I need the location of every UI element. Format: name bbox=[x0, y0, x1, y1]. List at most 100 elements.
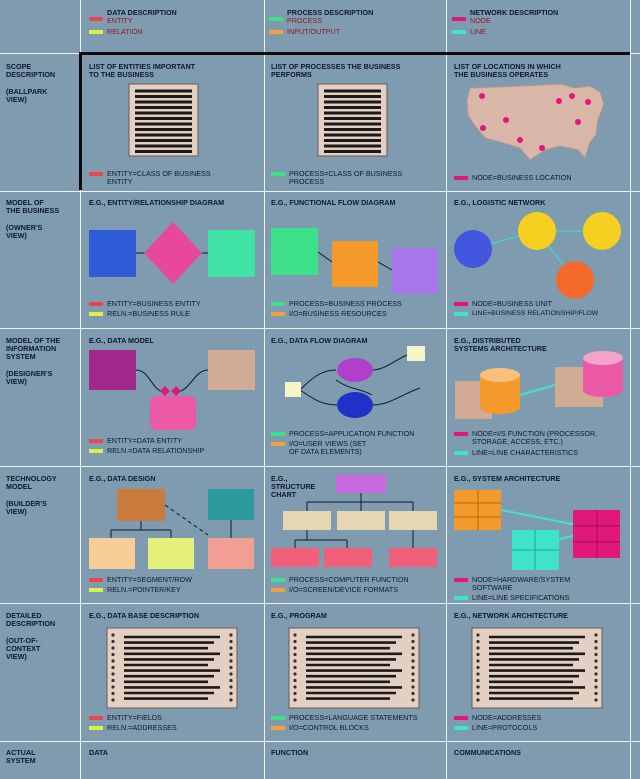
header-network-item-node: NODE bbox=[470, 16, 491, 25]
process-swatch bbox=[269, 17, 283, 21]
cell-title-technology-data: E.G., DATA DESIGN bbox=[89, 474, 156, 483]
legend-detailed-data-2: RELN.=ADDRESSES bbox=[107, 723, 177, 732]
sprocket-hole bbox=[411, 659, 415, 663]
logistic-network-diagram bbox=[454, 212, 621, 299]
cell-title-business-process: E.G., FUNCTIONAL FLOW DIAGRAM bbox=[271, 198, 396, 207]
sprocket-hole bbox=[229, 691, 233, 696]
sprocket-hole bbox=[111, 691, 115, 696]
entity-swatch bbox=[89, 302, 103, 306]
process-swatch bbox=[271, 302, 285, 306]
line-swatch bbox=[454, 451, 468, 455]
grid-line bbox=[0, 191, 640, 192]
row-label-business: MODEL OF THE BUSINESS (OWNER'S VIEW) bbox=[6, 198, 60, 240]
cell-title-technology-process: E.G., STRUCTURE CHART bbox=[271, 474, 316, 500]
sprocket-hole bbox=[594, 659, 598, 663]
process-swatch bbox=[271, 578, 285, 582]
node-swatch bbox=[454, 716, 468, 720]
io-swatch bbox=[271, 588, 285, 592]
row-label-information: MODEL OF THE INFORMATION SYSTEM (DESIGNE… bbox=[6, 336, 61, 387]
sprocket-hole bbox=[293, 672, 297, 676]
entity-swatch bbox=[89, 17, 103, 21]
sprocket-hole bbox=[293, 639, 297, 644]
header-process-item-io: INPUT/OUTPUT bbox=[287, 27, 341, 36]
cell-title-business-network: E.G., LOGISTIC NETWORK bbox=[454, 198, 546, 207]
cell-title-technology-network: E.G., SYSTEM ARCHITECTURE bbox=[454, 474, 561, 483]
relation-swatch bbox=[89, 312, 103, 316]
sprocket-hole bbox=[411, 652, 415, 657]
sprocket-hole bbox=[476, 639, 480, 644]
grid-line bbox=[630, 0, 631, 779]
sprocket-hole bbox=[411, 678, 415, 683]
legend-technology-process-2: I/O=SCREEN/DEVICE FORMATS bbox=[289, 585, 399, 594]
legend-scope-network: NODE=BUSINESS LOCATION bbox=[472, 173, 572, 182]
sprocket-hole bbox=[229, 639, 233, 644]
sprocket-hole bbox=[594, 678, 598, 683]
cell-title-detailed-process: E.G., PROGRAM bbox=[271, 611, 327, 620]
legend-information-process-2: I/O=USER VIEWS (SET OF DATA ELEMENTS) bbox=[289, 439, 367, 457]
legend-business-network-1: NODE=BUSINESS UNIT bbox=[472, 299, 553, 308]
scope-divider bbox=[79, 52, 82, 190]
relation-swatch bbox=[89, 726, 103, 730]
cell-title-detailed-network: E.G., NETWORK ARCHITECTURE bbox=[454, 611, 568, 620]
sprocket-hole bbox=[411, 665, 415, 670]
sprocket-hole bbox=[293, 665, 297, 670]
functional-flow-diagram bbox=[271, 228, 438, 294]
sprocket-hole bbox=[411, 691, 415, 696]
sprocket-hole bbox=[293, 633, 297, 637]
sprocket-hole bbox=[594, 698, 598, 702]
sprocket-hole bbox=[111, 646, 115, 650]
sprocket-hole bbox=[476, 678, 480, 683]
line-swatch bbox=[452, 30, 466, 34]
process-swatch bbox=[271, 172, 285, 176]
sprocket-hole bbox=[293, 691, 297, 696]
legend-business-network-2: LINE=BUSINESS RELATIONSHIP/FLOW bbox=[472, 310, 599, 317]
sprocket-hole bbox=[293, 659, 297, 663]
cell-title-information-process: E.G., DATA FLOW DIAGRAM bbox=[271, 336, 368, 345]
sprocket-hole bbox=[293, 698, 297, 702]
sprocket-hole bbox=[594, 685, 598, 689]
cell-title-actual-network: COMMUNICATIONS bbox=[454, 748, 521, 757]
sprocket-hole bbox=[476, 685, 480, 689]
legend-information-data-2: RELN.=DATA RELATIONSHIP bbox=[107, 446, 205, 455]
sprocket-hole bbox=[293, 678, 297, 683]
row-label-actual: ACTUAL SYSTEM bbox=[6, 748, 36, 766]
node-swatch bbox=[454, 432, 468, 436]
header-network-item-line: LINE bbox=[470, 27, 486, 36]
grid-line bbox=[0, 328, 640, 329]
sprocket-hole bbox=[476, 652, 480, 657]
header-divider bbox=[80, 52, 630, 55]
legend-information-network-1: NODE=I/S FUNCTION (PROCESSOR, STORAGE, A… bbox=[472, 429, 598, 447]
node-swatch bbox=[452, 17, 466, 21]
node-swatch bbox=[454, 176, 468, 180]
sprocket-hole bbox=[111, 659, 115, 663]
io-swatch bbox=[271, 726, 285, 730]
sprocket-hole bbox=[111, 639, 115, 644]
us-map-icon bbox=[466, 83, 605, 161]
sprocket-hole bbox=[411, 672, 415, 676]
legend-technology-data-1: ENTITY=SEGMENT/ROW bbox=[107, 575, 192, 584]
sprocket-hole bbox=[229, 678, 233, 683]
legend-detailed-process-2: I/O=CONTROL BLOCKS bbox=[289, 723, 369, 732]
sprocket-hole bbox=[111, 652, 115, 657]
line-swatch bbox=[454, 312, 468, 316]
sprocket-hole bbox=[476, 672, 480, 676]
sprocket-hole bbox=[229, 698, 233, 702]
sprocket-hole bbox=[411, 698, 415, 702]
structure-chart-diagram bbox=[271, 475, 437, 567]
sprocket-hole bbox=[111, 672, 115, 676]
cell-title-scope-data: LIST OF ENTITIES IMPORTANT TO THE BUSINE… bbox=[89, 62, 196, 80]
sprocket-hole bbox=[476, 633, 480, 637]
legend-scope-data: ENTITY=CLASS OF BUSINESS ENTITY bbox=[107, 169, 211, 187]
process-list-document bbox=[317, 83, 388, 157]
header-data-item-entity: ENTITY bbox=[107, 16, 133, 25]
header-data-item-relation: RELATION bbox=[107, 27, 143, 36]
legend-information-network-2: LINE=LINE CHARACTERISTICS bbox=[472, 448, 579, 457]
system-architecture-diagram bbox=[454, 490, 620, 570]
grid-line bbox=[80, 0, 81, 779]
legend-business-process-1: PROCESS=BUSINESS PROCESS bbox=[289, 299, 402, 308]
grid-line bbox=[0, 466, 640, 467]
grid-line bbox=[0, 603, 640, 604]
sprocket-hole bbox=[111, 678, 115, 683]
sprocket-hole bbox=[594, 665, 598, 670]
